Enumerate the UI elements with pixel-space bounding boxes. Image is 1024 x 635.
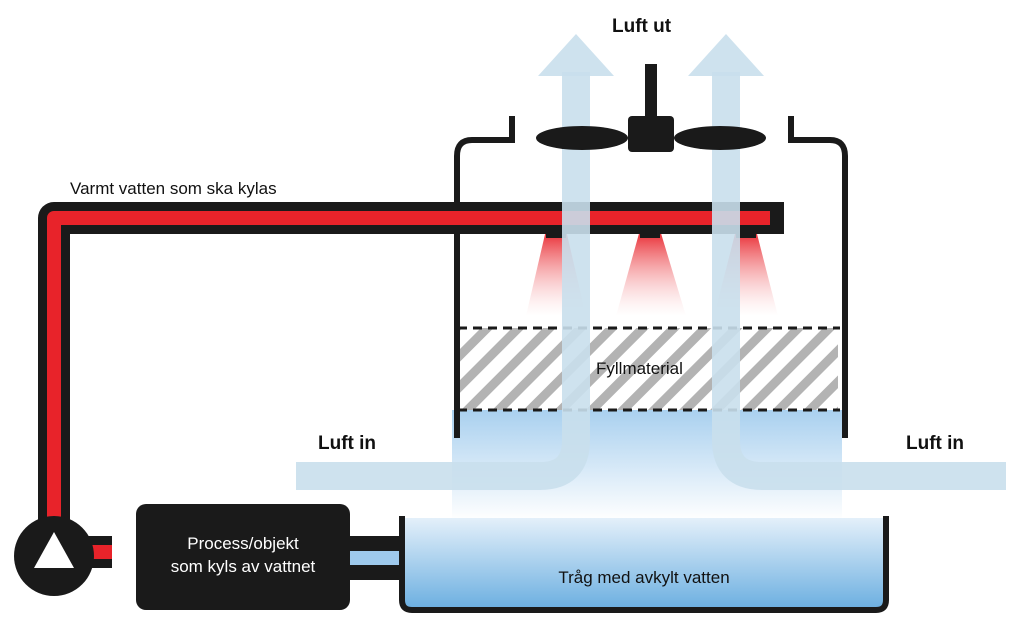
- fan-hub: [628, 116, 674, 152]
- hot-water-label: Varmt vatten som ska kylas: [70, 179, 277, 198]
- air-in-right-label: Luft in: [906, 433, 965, 454]
- tower-left-wall: [454, 116, 515, 438]
- spray-cone: [616, 230, 686, 316]
- air-out-label: Luft ut: [612, 16, 672, 37]
- return-pipe: [346, 551, 408, 565]
- airflow-arrowhead-left: [538, 34, 614, 76]
- tower-right-wall: [788, 116, 848, 438]
- process-label-line2: som kyls av vattnet: [170, 557, 316, 576]
- basin-water: [402, 518, 886, 610]
- basin-walls: [399, 516, 889, 613]
- pipe-end-cap: [770, 202, 784, 234]
- airflow-right: [712, 72, 1006, 490]
- air-in-left-label: Luft in: [318, 433, 377, 454]
- nozzle: [546, 232, 566, 238]
- nozzle: [736, 232, 756, 238]
- fan-shaft: [645, 64, 657, 124]
- process-box: [136, 504, 350, 610]
- fill-material-label: Fyllmaterial: [596, 359, 683, 378]
- fill-material-block: [458, 328, 838, 410]
- process-label-line1: Process/objekt: [187, 534, 299, 553]
- fan-blade-left: [536, 126, 628, 150]
- basin-label: Tråg med avkylt vatten: [558, 568, 730, 587]
- nozzle: [640, 232, 660, 238]
- pump-triangle-icon: [34, 532, 74, 568]
- airflow-left: [296, 72, 590, 490]
- airflow-arrowhead-right: [688, 34, 764, 76]
- fan-blade-right: [674, 126, 766, 150]
